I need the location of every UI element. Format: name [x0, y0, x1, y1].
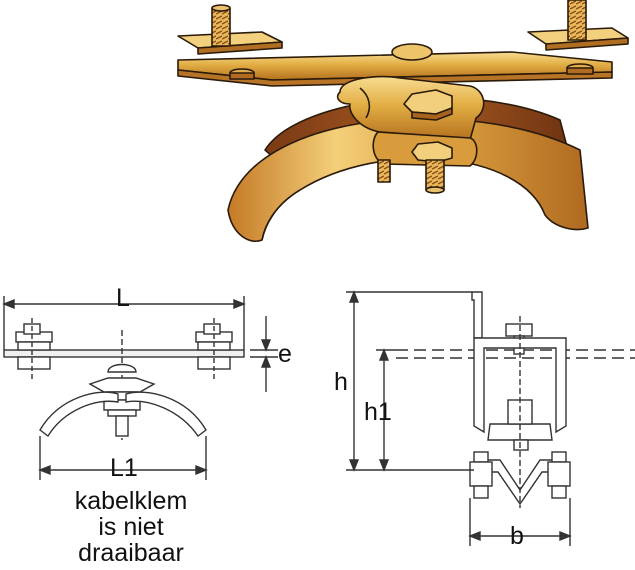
dim-label-b: b — [510, 522, 524, 550]
side-view-drawing — [346, 290, 635, 546]
saddle-profile — [39, 391, 119, 438]
hex-nut-lower — [411, 141, 453, 163]
note-line-1: kabelklem — [74, 487, 188, 515]
center-rivet — [391, 43, 433, 61]
clamp-illustration — [177, 0, 629, 242]
note-text: kabelklem is niet draaibaar — [56, 488, 206, 566]
dim-label-h: h — [334, 368, 348, 396]
note-line-3: draaibaar — [78, 539, 184, 567]
dim-label-h1: h1 — [364, 398, 392, 426]
c-frame — [473, 337, 567, 434]
top-view-drawing — [2, 296, 278, 480]
dim-label-L1: L1 — [110, 454, 138, 482]
mounting-plate — [3, 349, 245, 358]
dim-label-L: L — [116, 284, 130, 312]
clamp-bolt-left — [377, 159, 391, 183]
clamp-bolt-right — [425, 159, 445, 191]
dim-label-e: e — [278, 340, 292, 368]
note-line-2: is niet — [98, 513, 164, 541]
